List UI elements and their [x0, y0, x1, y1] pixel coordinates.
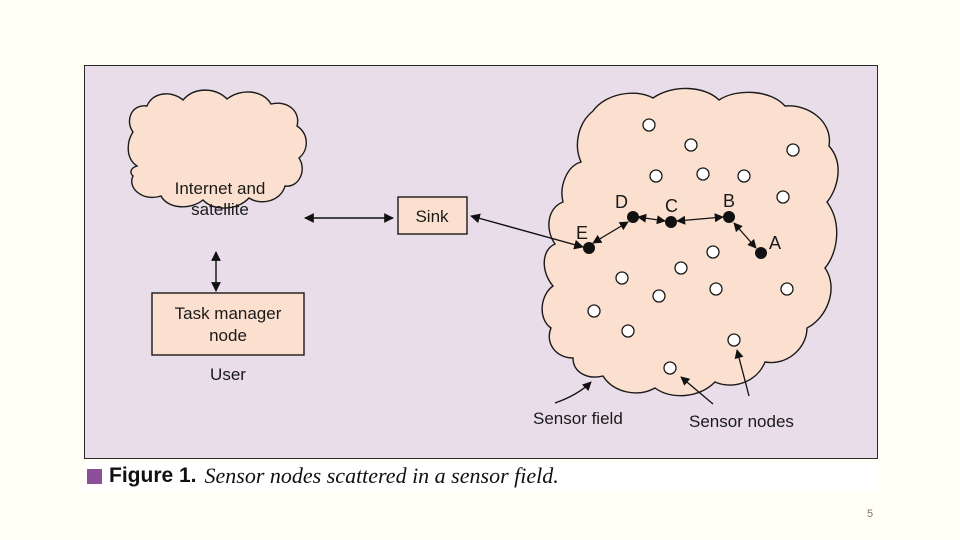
- sensor-node: [727, 333, 741, 347]
- scattered-sensor-nodes: [587, 118, 800, 375]
- sensor-node: [652, 289, 666, 303]
- sensor-network-diagram: Internet and satellite Task manager node…: [127, 87, 839, 431]
- sensor-node: [709, 282, 723, 296]
- figure-caption: Figure 1. Sensor nodes scattered in a se…: [84, 462, 878, 490]
- sensor-node: [786, 143, 800, 157]
- sink-node-e-arrow: [470, 213, 584, 250]
- route-d-c-arrow: [637, 213, 666, 225]
- route-node-d-label: D: [615, 192, 628, 212]
- route-c-b-arrow: [676, 213, 724, 225]
- sensor-node: [649, 169, 663, 183]
- route-node-b-label: B: [723, 191, 735, 211]
- sensor-field-pointer: [554, 381, 592, 404]
- route-node-c: [665, 216, 677, 228]
- sensor-nodes-label: Sensor nodes: [689, 412, 794, 431]
- route-node-d: [627, 211, 639, 223]
- route-node-e-label: E: [576, 223, 588, 243]
- sensor-field-label: Sensor field: [533, 409, 623, 428]
- caption-square-icon: [87, 468, 102, 484]
- task-manager-label-line1: Task manager: [175, 304, 282, 323]
- route-node-c-label: C: [665, 196, 678, 216]
- sensor-node: [684, 138, 698, 152]
- route-e-d-arrow: [592, 221, 629, 244]
- sensor-node: [642, 118, 656, 132]
- route-node-a: [755, 247, 767, 259]
- page-number: 5: [866, 508, 874, 520]
- sensor-nodes-pointer-1: [680, 376, 714, 405]
- sensor-node: [696, 167, 710, 181]
- sensor-node: [706, 245, 720, 259]
- user-label: User: [210, 365, 246, 384]
- route-node-a-label: A: [769, 233, 781, 253]
- sensor-node: [615, 271, 629, 285]
- caption-text: Sensor nodes scattered in a sensor field…: [204, 463, 559, 488]
- route-b-a-arrow: [733, 222, 757, 249]
- sensor-node: [663, 361, 677, 375]
- sensor-nodes-pointer-2: [734, 349, 750, 397]
- caption-figure-label: Figure 1.: [109, 464, 197, 487]
- figure-panel: Internet and satellite Task manager node…: [84, 65, 878, 459]
- internet-cloud-shape: [127, 89, 307, 209]
- route-node-b: [723, 211, 735, 223]
- sink-box: [397, 196, 468, 235]
- sensor-node: [737, 169, 751, 183]
- cloud-label-line1: Internet and: [175, 179, 266, 198]
- cloud-label-line2: satellite: [191, 200, 249, 219]
- sensor-node: [621, 324, 635, 338]
- route-node-e: [583, 242, 595, 254]
- sensor-node: [780, 282, 794, 296]
- task-manager-box: [151, 292, 305, 356]
- sensor-node: [674, 261, 688, 275]
- task-manager-label-line2: node: [209, 326, 247, 345]
- sink-label: Sink: [415, 207, 449, 226]
- sensor-node: [587, 304, 601, 318]
- sensor-node: [776, 190, 790, 204]
